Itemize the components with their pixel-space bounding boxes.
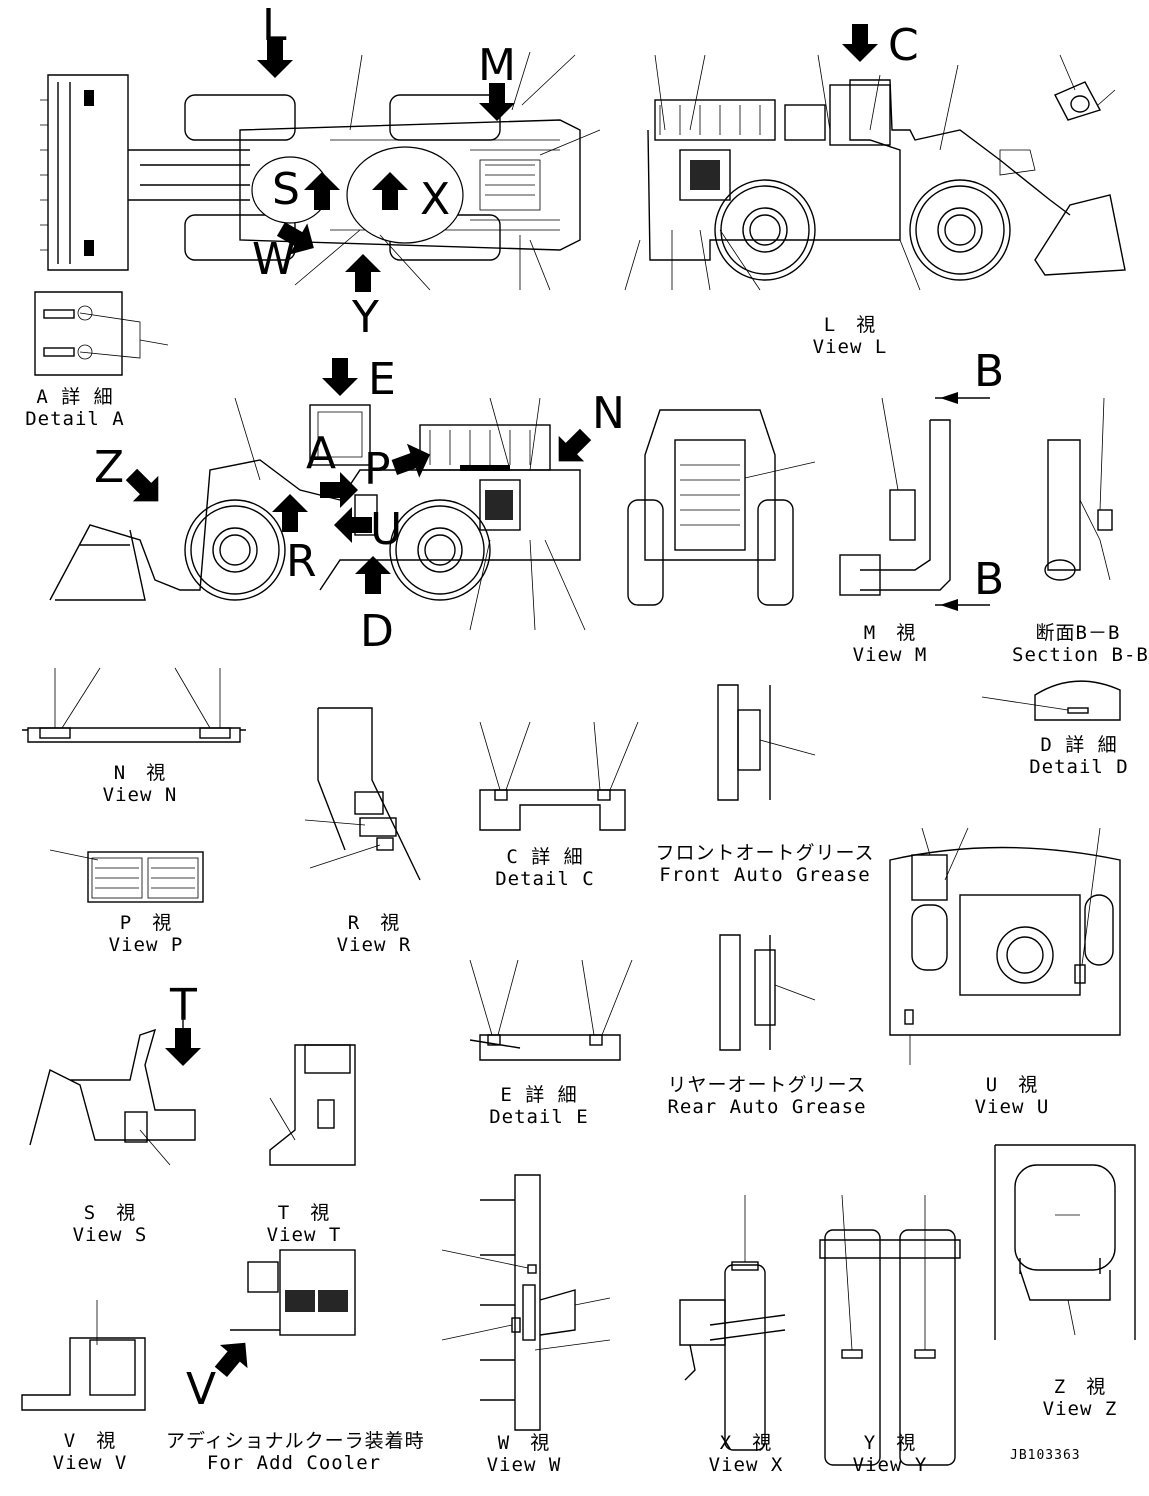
- view-letter-m: M: [478, 40, 516, 91]
- view-u-drawing: [889, 827, 1121, 1065]
- drawing-number: JB103363: [1010, 1448, 1081, 1463]
- view-letter-d: D: [360, 606, 394, 657]
- view-letter-w: W: [252, 234, 296, 285]
- view-letter-z: Z: [94, 442, 125, 493]
- view-p-drawing: [49, 849, 204, 903]
- rear-auto-grease-drawing: [719, 934, 816, 1051]
- view-letter-l: L: [262, 0, 287, 51]
- view-x-drawing: [679, 1195, 786, 1451]
- view-letter-p: P: [364, 444, 391, 495]
- machine-rear-view: [627, 409, 816, 606]
- view-z-drawing: [994, 1144, 1136, 1340]
- view-letter-r: R: [286, 536, 317, 587]
- view-r-drawing: [304, 707, 421, 881]
- view-n-drawing: [22, 667, 246, 743]
- view-letter-x: X: [420, 174, 451, 225]
- view-letter-a: A: [306, 428, 337, 479]
- machine-view-l: [624, 24, 1126, 291]
- view-v-drawing: [21, 1300, 146, 1411]
- view-letter-t: T: [170, 980, 197, 1031]
- view-letter-c: C: [888, 20, 919, 71]
- front-auto-grease-drawing: [717, 684, 816, 801]
- view-m-drawing: [839, 392, 1113, 611]
- detail-d-drawing: [981, 680, 1121, 721]
- add-cooler-drawing: [207, 1249, 356, 1384]
- view-letter-n: N: [592, 388, 625, 439]
- view-letter-s: S: [272, 164, 300, 215]
- section-letter-b-bottom: B: [974, 554, 1005, 605]
- machine-side-view: [49, 358, 599, 631]
- detail-e-drawing: [469, 959, 633, 1061]
- view-letter-v: V: [186, 1364, 217, 1415]
- view-letter-u: U: [370, 504, 403, 555]
- view-t-drawing: [269, 1044, 356, 1166]
- view-letter-e: E: [368, 354, 396, 405]
- detail-a-drawing: [34, 291, 169, 376]
- view-letter-y: Y: [352, 292, 379, 343]
- machine-top-view: [40, 40, 601, 292]
- section-letter-b-top: B: [974, 346, 1005, 397]
- view-s-drawing: [29, 990, 201, 1166]
- detail-c-drawing: [479, 721, 639, 831]
- view-y-drawing: [819, 1194, 961, 1466]
- view-w-drawing: [441, 1174, 611, 1431]
